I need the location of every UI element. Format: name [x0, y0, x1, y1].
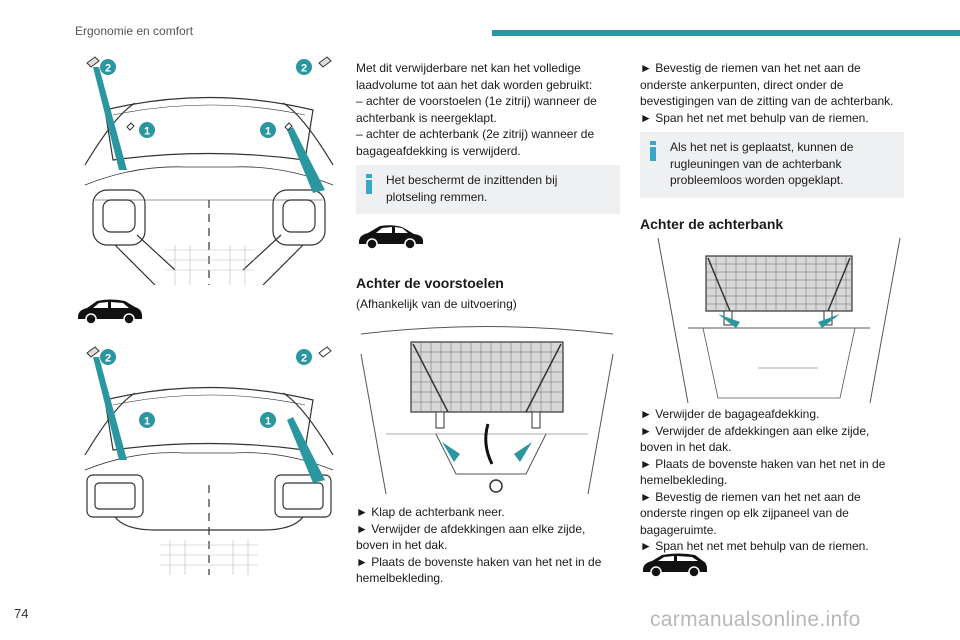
section-front-seats: Achter de voorstoelen (Afhankelijk van d… [356, 275, 620, 312]
callout-1-left: 1 [144, 126, 150, 138]
section-heading: Achter de achterbank [640, 215, 784, 232]
step: ► Plaats de bovenste haken van het net i… [640, 456, 886, 488]
info-icon [366, 174, 372, 194]
info-box: Het beschermt de inzittenden bij plotsel… [356, 165, 620, 214]
watermark: carmanualsonline.info [650, 608, 861, 631]
intro-line: – achter de voorstoelen (1e zitrij) wann… [356, 94, 597, 108]
step: ► Verwijder de bagageafdekking. [640, 407, 820, 421]
intro-line: Met dit verwijderbare net kan het volled… [356, 61, 581, 75]
step: ► Bevestig de riemen van het net aan de … [640, 489, 861, 537]
net-front-seats-diagram [360, 326, 614, 495]
intro-line: bagageafdekking is verwijderd. [356, 143, 521, 158]
info-text: Het beschermt de inzittenden bij plotsel… [386, 173, 558, 204]
intro-line: achterbank is neergeklapt. [356, 110, 497, 125]
car-icon [359, 225, 423, 250]
intro-line: laadvolume tot aan het dak worden gebrui… [356, 77, 593, 92]
callout-1-right-b: 1 [265, 416, 271, 428]
step: ► Bevestig de riemen van het net aan de … [640, 61, 894, 108]
intro-line: – achter de achterbank (2e zitrij) wanne… [356, 127, 595, 141]
car-icon [78, 299, 142, 325]
rear-bench-steps: ► Verwijder de bagageafdekking. ► Verwij… [640, 406, 904, 555]
callout-1-left-b: 1 [144, 416, 150, 428]
info-text: Als het net is geplaatst, kunnen de rugl… [670, 140, 854, 187]
net-rear-bench-diagram [657, 237, 901, 403]
interior-diagram-top: 2 2 1 1 [84, 56, 334, 285]
step: ► Plaats de bovenste haken van het net i… [356, 554, 602, 586]
info-icon [650, 141, 656, 161]
step: ► Klap de achterbank neer. [356, 505, 505, 519]
callout-2-left-b: 2 [105, 353, 111, 365]
callout-2-left: 2 [105, 63, 111, 75]
callout-2-right: 2 [301, 63, 307, 75]
section-heading: Achter de voorstoelen [356, 275, 504, 291]
page-number: 74 [14, 606, 29, 621]
step: ► Verwijder de afdekkingen aan elke zijd… [356, 521, 586, 553]
callout-2-right-b: 2 [301, 353, 307, 365]
callout-1-right: 1 [265, 126, 271, 138]
section-subheading: (Afhankelijk van de uitvoering) [356, 296, 517, 311]
step: ► Span het net met behulp van de riemen. [640, 539, 869, 553]
step: ► Span het net met behulp van de riemen. [640, 110, 869, 125]
header-accent-bar [492, 30, 960, 36]
step: ► Verwijder de afdekkingen aan elke zijd… [640, 423, 870, 455]
section-title: Ergonomie en comfort [75, 24, 194, 38]
column-middle: Met dit verwijderbare net kan het volled… [356, 60, 620, 224]
info-box: Als het net is geplaatst, kunnen de rugl… [640, 132, 904, 198]
front-seats-steps: ► Klap de achterbank neer. ► Verwijder d… [356, 504, 620, 587]
car-icon [643, 553, 707, 578]
interior-diagram-bottom: 2 2 1 1 [84, 346, 334, 575]
column-right: ► Bevestig de riemen van het net aan de … [640, 60, 904, 232]
